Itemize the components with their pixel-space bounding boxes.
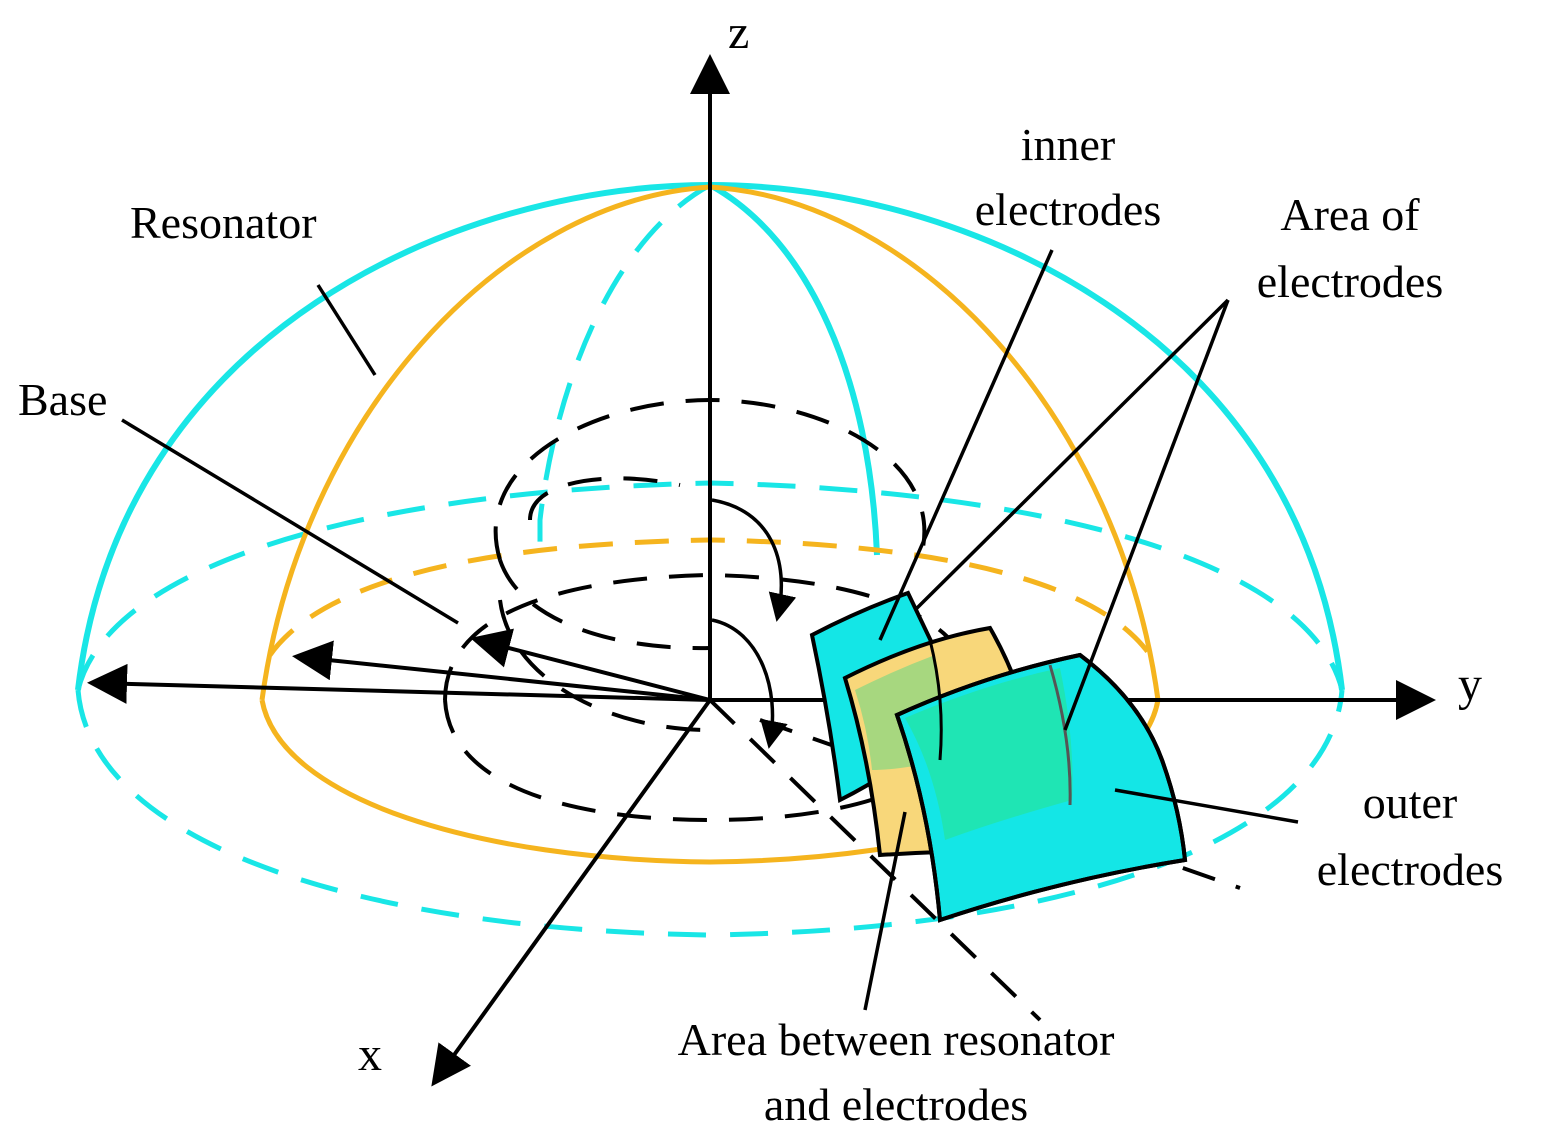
leader-area-electrodes-2: [1063, 299, 1230, 731]
axis-y-label: y: [1458, 658, 1482, 711]
area-of-electrodes-label-line2: electrodes: [1257, 256, 1443, 307]
labels: z y x Resonator Base inner electrodes Ar…: [18, 6, 1503, 1130]
base-label: Base: [18, 374, 107, 425]
y-axis-negative: [87, 663, 711, 704]
leader-area-between: [863, 811, 907, 1011]
leader-outer-electrodes: [1114, 788, 1299, 824]
inner-electrodes-label-line2: electrodes: [975, 184, 1161, 235]
area-between-label-line2: and electrodes: [764, 1079, 1028, 1130]
leader-resonator: [316, 284, 377, 376]
rotation-arrows: [711, 498, 797, 749]
leader-base: [121, 418, 459, 625]
outer-overlap-area: [905, 668, 1073, 840]
leader-inner-electrodes: [878, 249, 1054, 641]
resonator-label: Resonator: [130, 197, 317, 248]
ray-dashed-lower-right: [708, 698, 1042, 1022]
electrode-assembly: [809, 590, 1188, 923]
area-between-label-line1: Area between resonator: [678, 1014, 1115, 1065]
outer-electrodes-label-line2: electrodes: [1317, 844, 1503, 895]
outer-electrodes-label-line1: outer: [1363, 777, 1458, 828]
area-of-electrodes-label-line1: Area of: [1280, 189, 1420, 240]
ray-base-left: [470, 628, 711, 702]
leader-lines: [121, 249, 1299, 1011]
axis-x-label: x: [358, 1028, 382, 1081]
leader-area-electrodes-1: [913, 298, 1230, 612]
ray-upper-left: [292, 640, 711, 702]
axis-z-label: z: [728, 6, 749, 59]
inner-electrodes-label-line1: inner: [1021, 119, 1116, 170]
x-axis: [431, 698, 712, 1087]
